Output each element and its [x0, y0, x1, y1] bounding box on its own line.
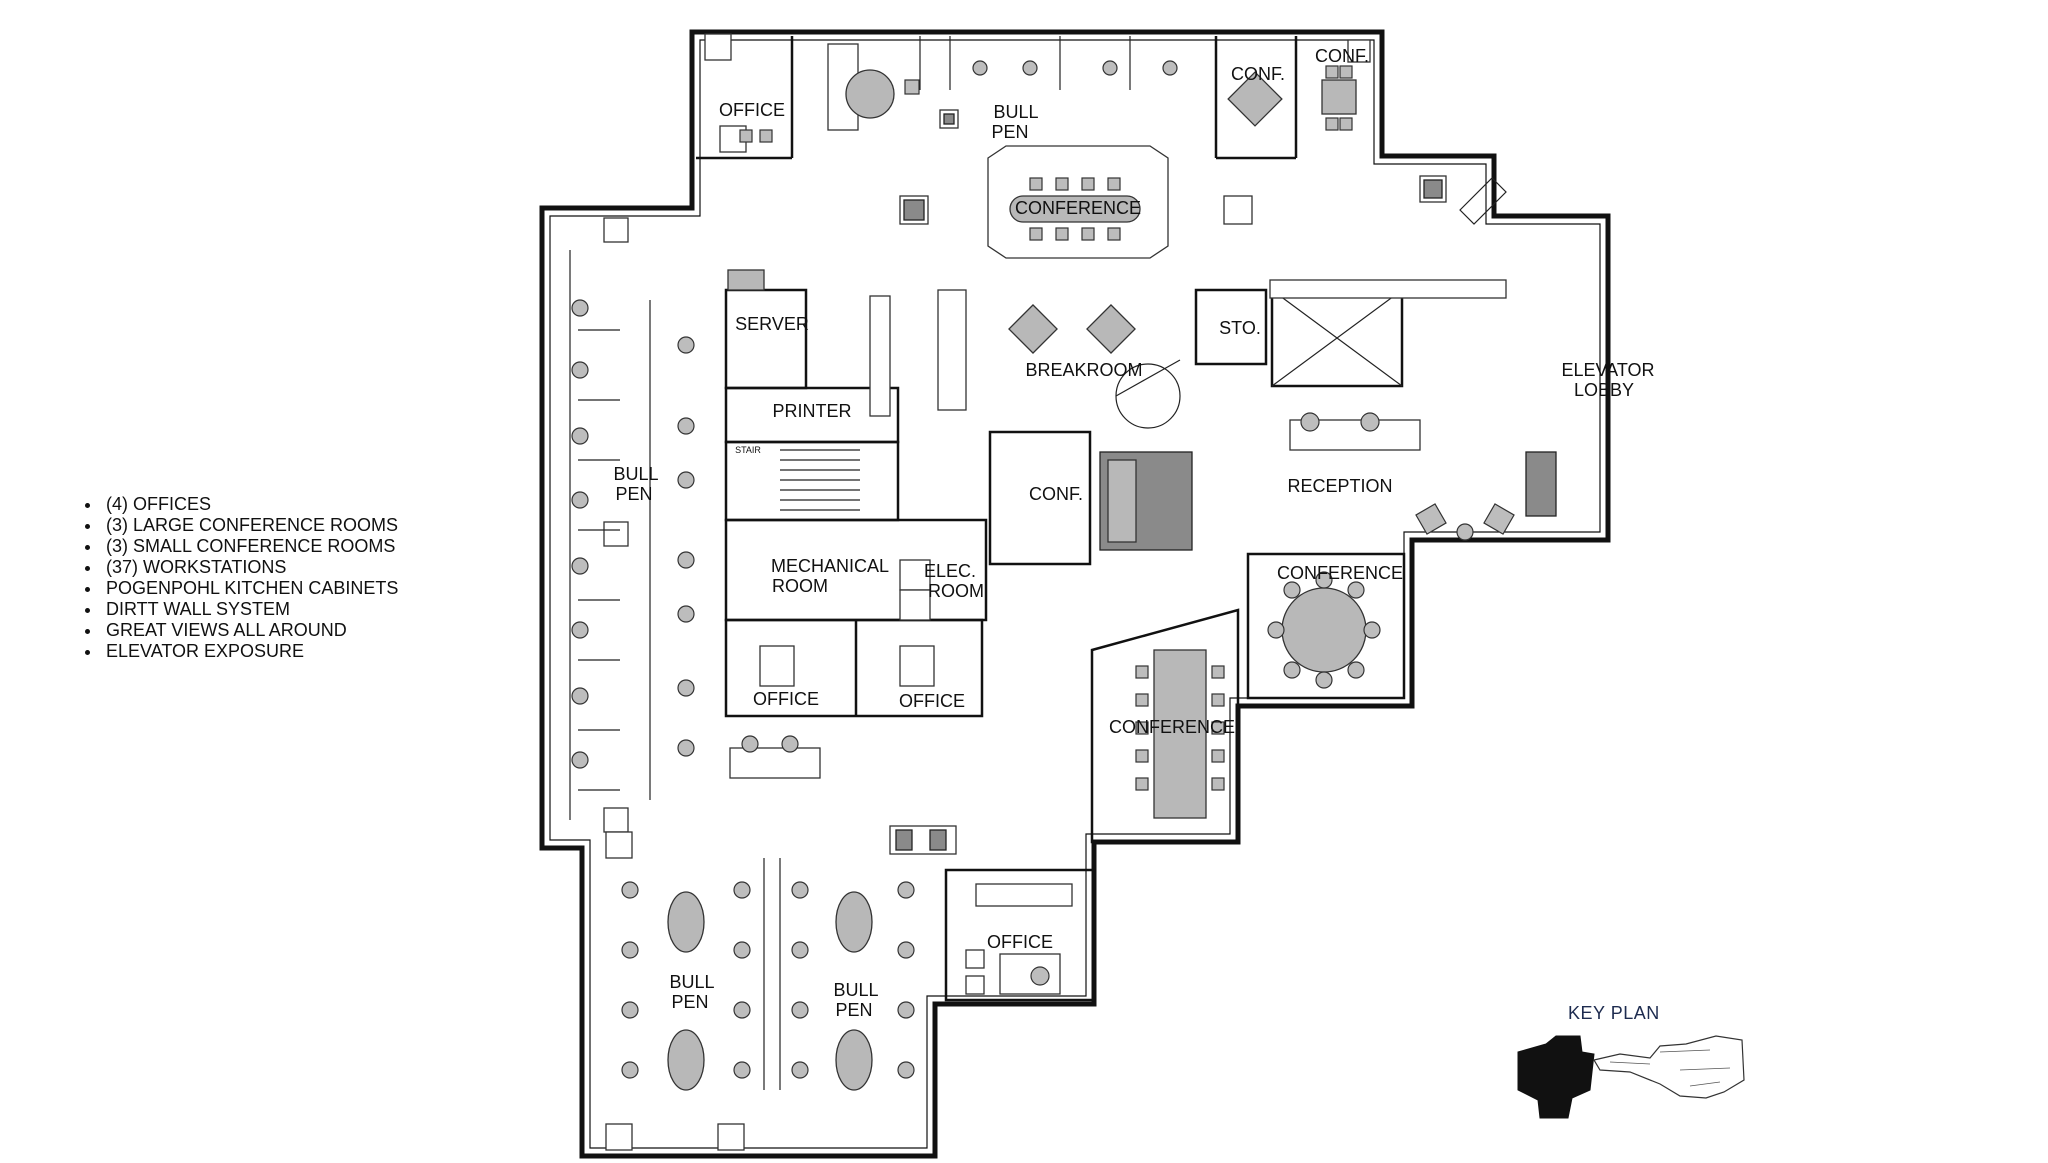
label-bullpen-n-1: BULL — [993, 102, 1038, 122]
label-sto: STO. — [1219, 318, 1261, 338]
feature-item: (3) LARGE CONFERENCE ROOMS — [102, 515, 398, 536]
label-bullpen-se-2: PEN — [835, 1000, 872, 1020]
label-conference-e: CONFERENCE — [1277, 563, 1403, 583]
label-mechanical-1: MECHANICAL — [771, 556, 889, 576]
label-office-mid2: OFFICE — [899, 691, 965, 711]
feature-item: ELEVATOR EXPOSURE — [102, 641, 398, 662]
label-office-nw: OFFICE — [719, 100, 785, 120]
label-conference-mid: CONFERENCE — [1109, 717, 1235, 737]
feature-item: POGENPOHL KITCHEN CABINETS — [102, 578, 398, 599]
core-rooms — [724, 269, 988, 779]
label-conf-ne1: CONF. — [1231, 64, 1285, 84]
label-bullpen-se-1: BULL — [833, 980, 878, 1000]
west-bullpen — [569, 217, 695, 833]
label-office-mid1: OFFICE — [753, 689, 819, 709]
feature-item: (3) SMALL CONFERENCE ROOMS — [102, 536, 398, 557]
label-bullpen-sw-1: BULL — [669, 972, 714, 992]
label-office-s: OFFICE — [987, 932, 1053, 952]
feature-item: (4) OFFICES — [102, 494, 398, 515]
label-breakroom: BREAKROOM — [1025, 360, 1142, 380]
label-reception: RECEPTION — [1287, 476, 1392, 496]
southwest-bullpens — [605, 825, 957, 1151]
label-conf-mid: CONF. — [1029, 484, 1083, 504]
feature-item: (37) WORKSTATIONS — [102, 557, 398, 578]
east-conference — [1246, 552, 1406, 700]
label-conference-n: CONFERENCE — [1015, 198, 1141, 218]
reception-zone — [988, 279, 1557, 566]
key-plan-outline — [1593, 1035, 1745, 1099]
conference-chairs-north — [1029, 177, 1121, 241]
label-elevator-lobby-1: ELEVATOR — [1561, 360, 1654, 380]
key-plan-title: KEY PLAN — [1568, 1003, 1660, 1023]
label-bullpen-w-1: BULL — [613, 464, 658, 484]
label-elec-1: ELEC. — [924, 561, 976, 581]
label-bullpen-sw-2: PEN — [671, 992, 708, 1012]
label-server: SERVER — [735, 314, 809, 334]
label-elec-2: ROOM — [928, 581, 984, 601]
label-conf-ne2: CONF. — [1315, 46, 1369, 66]
feature-item: DIRTT WALL SYSTEM — [102, 599, 398, 620]
label-mechanical-2: ROOM — [772, 576, 828, 596]
key-plan-highlight — [1517, 1035, 1595, 1119]
room-labels: OFFICE BULL PEN CONFERENCE CONF. CONF. S… — [613, 46, 1654, 1020]
feature-list: (4) OFFICES (3) LARGE CONFERENCE ROOMS (… — [72, 494, 398, 662]
breakroom — [1008, 304, 1181, 429]
label-elevator-lobby-2: LOBBY — [1574, 380, 1634, 400]
label-bullpen-n-2: PEN — [991, 122, 1028, 142]
center-conference — [1090, 608, 1240, 844]
south-office — [944, 868, 1096, 1002]
label-bullpen-w-2: PEN — [615, 484, 652, 504]
label-stair: STAIR — [735, 445, 761, 455]
feature-item: GREAT VIEWS ALL AROUND — [102, 620, 398, 641]
north-zone — [696, 33, 1507, 259]
key-plan — [1517, 1035, 1745, 1119]
label-printer: PRINTER — [772, 401, 851, 421]
